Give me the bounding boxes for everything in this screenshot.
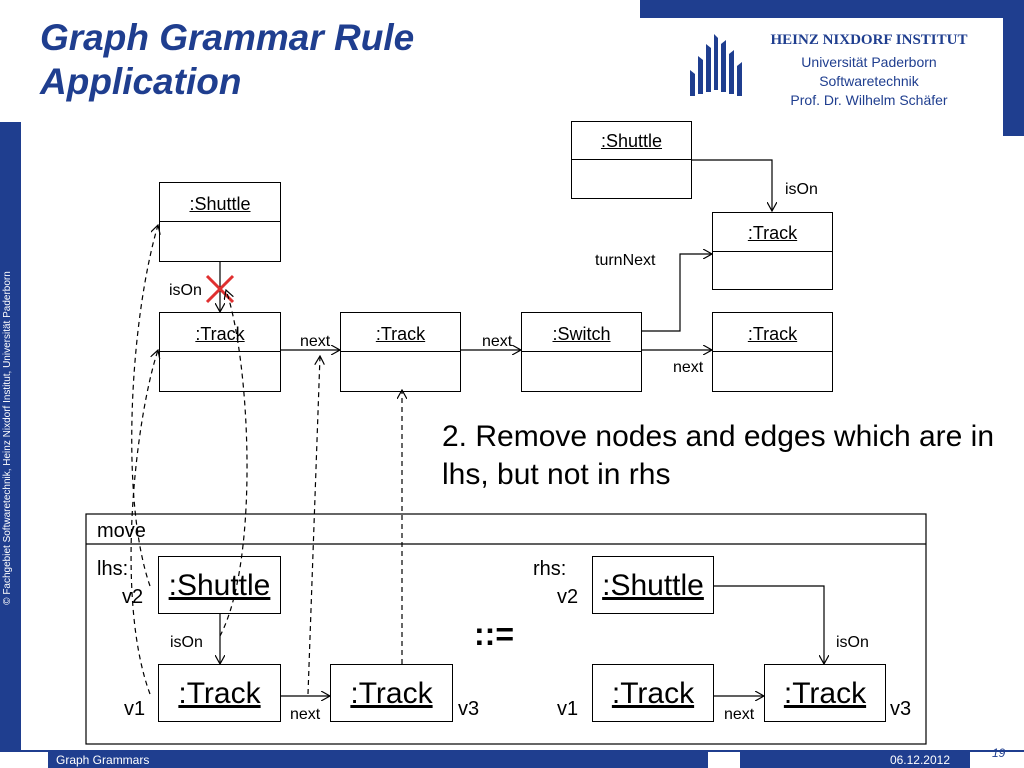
lhs-node-shuttle: :Shuttle xyxy=(158,556,281,614)
match-ison xyxy=(219,290,248,637)
rhs-node-track-2: :Track xyxy=(764,664,886,722)
footer-date: 06.12.2012 xyxy=(740,752,970,768)
institute-department: Softwaretechnik xyxy=(819,73,919,89)
lhs-node-track-1: :Track xyxy=(158,664,281,722)
rhs-v3-label: v3 xyxy=(890,698,912,720)
rule-name: move xyxy=(97,520,146,542)
node-label: :Shuttle xyxy=(160,183,280,222)
node-label: :Shuttle xyxy=(602,569,704,602)
institute-university: Universität Paderborn xyxy=(801,54,937,70)
institute-logo-icon xyxy=(690,34,742,96)
page-number: 19 xyxy=(992,746,1006,760)
edge-label-turnnext: turnNext xyxy=(595,252,656,269)
node-switch: :Switch xyxy=(521,312,642,392)
node-track-top: :Track xyxy=(712,212,833,290)
institute-name: HEINZ NIXDORF INSTITUT xyxy=(770,32,968,48)
lhs-v2-label: v2 xyxy=(122,586,144,608)
edge-label-ison-left: isOn xyxy=(169,282,202,299)
node-label: :Track xyxy=(611,677,695,710)
lhs-label: lhs: xyxy=(97,558,129,580)
produces-symbol: ::= xyxy=(474,616,514,652)
node-label: :Track xyxy=(341,313,460,352)
rule-frame xyxy=(85,513,927,745)
node-shuttle-left: :Shuttle xyxy=(159,182,281,262)
lhs-v3-label: v3 xyxy=(458,698,480,720)
match-shuttle xyxy=(131,225,158,587)
institute-logo-block: HEINZ NIXDORF INSTITUT Universität Pader… xyxy=(688,22,1002,118)
node-label: :Shuttle xyxy=(168,569,271,602)
header-side-bar xyxy=(1003,0,1024,136)
page-title: Graph Grammar Rule Application xyxy=(40,16,414,104)
node-label: :Track xyxy=(713,313,832,352)
step-description: 2. Remove nodes and edges which are in l… xyxy=(442,420,995,491)
match-track1 xyxy=(130,350,158,695)
footer-line xyxy=(0,750,1024,752)
node-label: :Track xyxy=(713,213,832,252)
node-label: :Track xyxy=(178,677,261,710)
rhs-edge-ison xyxy=(714,585,824,664)
rhs-node-track-1: :Track xyxy=(592,664,714,722)
edge-label-next-3: next xyxy=(673,359,704,376)
match-next xyxy=(307,356,320,695)
node-label: :Track xyxy=(350,677,433,710)
node-label: :Track xyxy=(160,313,280,352)
edge-label-ison-top: isOn xyxy=(785,181,818,198)
rhs-v1-label: v1 xyxy=(557,698,579,720)
node-track-2: :Track xyxy=(340,312,461,392)
rhs-next-label: next xyxy=(724,706,755,723)
lhs-ison-label: isOn xyxy=(170,634,203,651)
lhs-node-track-2: :Track xyxy=(330,664,453,722)
rhs-v2-label: v2 xyxy=(557,586,579,608)
edge-label-next-2: next xyxy=(482,333,513,350)
title-line-2: Application xyxy=(40,61,242,102)
header-bar xyxy=(640,0,1024,18)
rhs-ison-label: isOn xyxy=(836,634,869,651)
node-label: :Switch xyxy=(522,313,641,352)
node-track-4: :Track xyxy=(712,312,833,392)
node-shuttle-top: :Shuttle xyxy=(571,121,692,199)
title-line-1: Graph Grammar Rule xyxy=(40,17,415,58)
node-label: :Shuttle xyxy=(572,122,691,160)
node-track-1: :Track xyxy=(159,312,281,392)
edge-turnnext xyxy=(642,254,712,332)
institute-professor: Prof. Dr. Wilhelm Schäfer xyxy=(790,92,948,108)
node-label: :Track xyxy=(783,677,867,710)
left-side-bar xyxy=(0,122,21,750)
footer-title: Graph Grammars xyxy=(48,752,708,768)
lhs-next-label: next xyxy=(290,706,321,723)
rhs-label: rhs: xyxy=(533,558,567,580)
lhs-v1-label: v1 xyxy=(124,698,146,720)
rhs-node-shuttle: :Shuttle xyxy=(592,556,714,614)
edge-ison-top xyxy=(692,159,772,211)
edge-label-next-1: next xyxy=(300,333,331,350)
